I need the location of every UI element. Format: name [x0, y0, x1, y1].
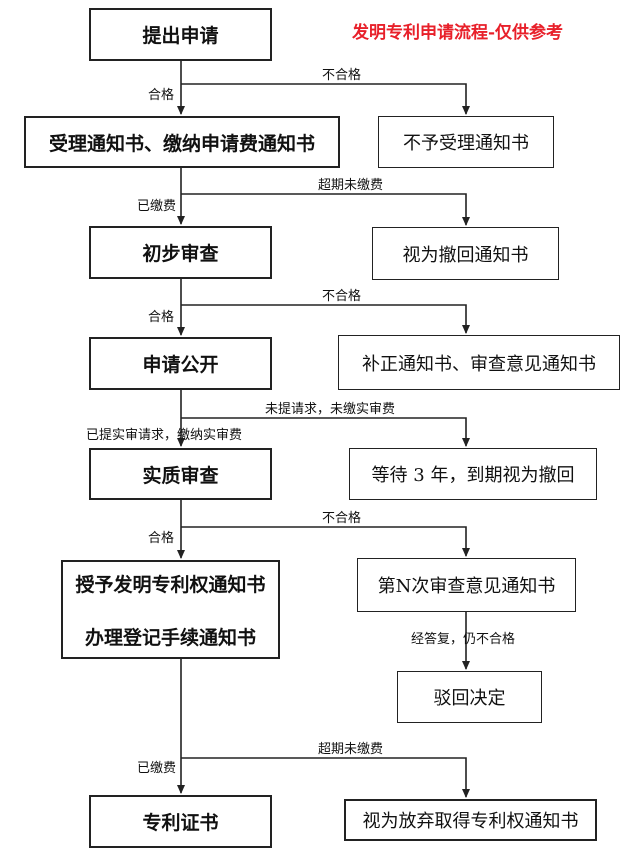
label-unqualified-1: 不合格	[322, 68, 362, 83]
step-publication: 申请公开	[89, 337, 272, 390]
label-unqualified-2: 不合格	[322, 289, 362, 304]
label-exam-requested: 已提实审请求，缴纳实审费	[86, 428, 243, 443]
grant-line-1: 授予发明专利权通知书	[75, 573, 266, 596]
step-submit: 提出申请	[89, 8, 272, 61]
arrow-to-correction	[181, 304, 470, 334]
label-overdue-2: 超期未缴费	[318, 742, 384, 757]
arrow-to-reject-accept	[181, 83, 470, 115]
box-abandon: 视为放弃取得专利权通知书	[344, 799, 597, 841]
arrow-to-withdrawn	[181, 193, 470, 226]
label-qualified-1: 合格	[148, 88, 175, 103]
label-qualified-2: 合格	[148, 310, 175, 325]
step-certificate: 专利证书	[89, 795, 272, 848]
step-substantive-exam: 实质审查	[89, 448, 272, 500]
box-wait: 等待 3 年，到期视为撤回	[349, 448, 597, 500]
label-fee-paid-2: 已缴费	[137, 761, 177, 776]
arrow-to-nth-opinion	[181, 526, 470, 557]
box-reject-accept: 不予受理通知书	[378, 116, 554, 168]
box-rejection: 驳回决定	[397, 671, 542, 723]
step-prelim-exam: 初步审查	[89, 226, 272, 279]
arrow-to-abandon	[181, 757, 470, 798]
flowchart-title: 发明专利申请流程-仅供参考	[352, 23, 564, 43]
arrow-to-wait	[181, 417, 470, 447]
label-not-requested: 未提请求，未缴实审费	[265, 402, 396, 417]
label-unqualified-3: 不合格	[322, 511, 362, 526]
step-grant: 授予发明专利权通知书 办理登记手续通知书	[61, 560, 280, 659]
label-overdue-1: 超期未缴费	[318, 178, 384, 193]
label-qualified-3: 合格	[148, 531, 175, 546]
box-correction: 补正通知书、审查意见通知书	[338, 335, 620, 390]
label-after-reply: 经答复，仍不合格	[411, 632, 516, 647]
box-withdrawn: 视为撤回通知书	[372, 227, 559, 280]
label-fee-paid-1: 已缴费	[137, 199, 177, 214]
grant-line-2: 办理登记手续通知书	[84, 626, 256, 649]
box-nth-opinion: 第N次审查意见通知书	[357, 558, 576, 612]
step-accept-notice: 受理通知书、缴纳申请费通知书	[24, 116, 340, 168]
